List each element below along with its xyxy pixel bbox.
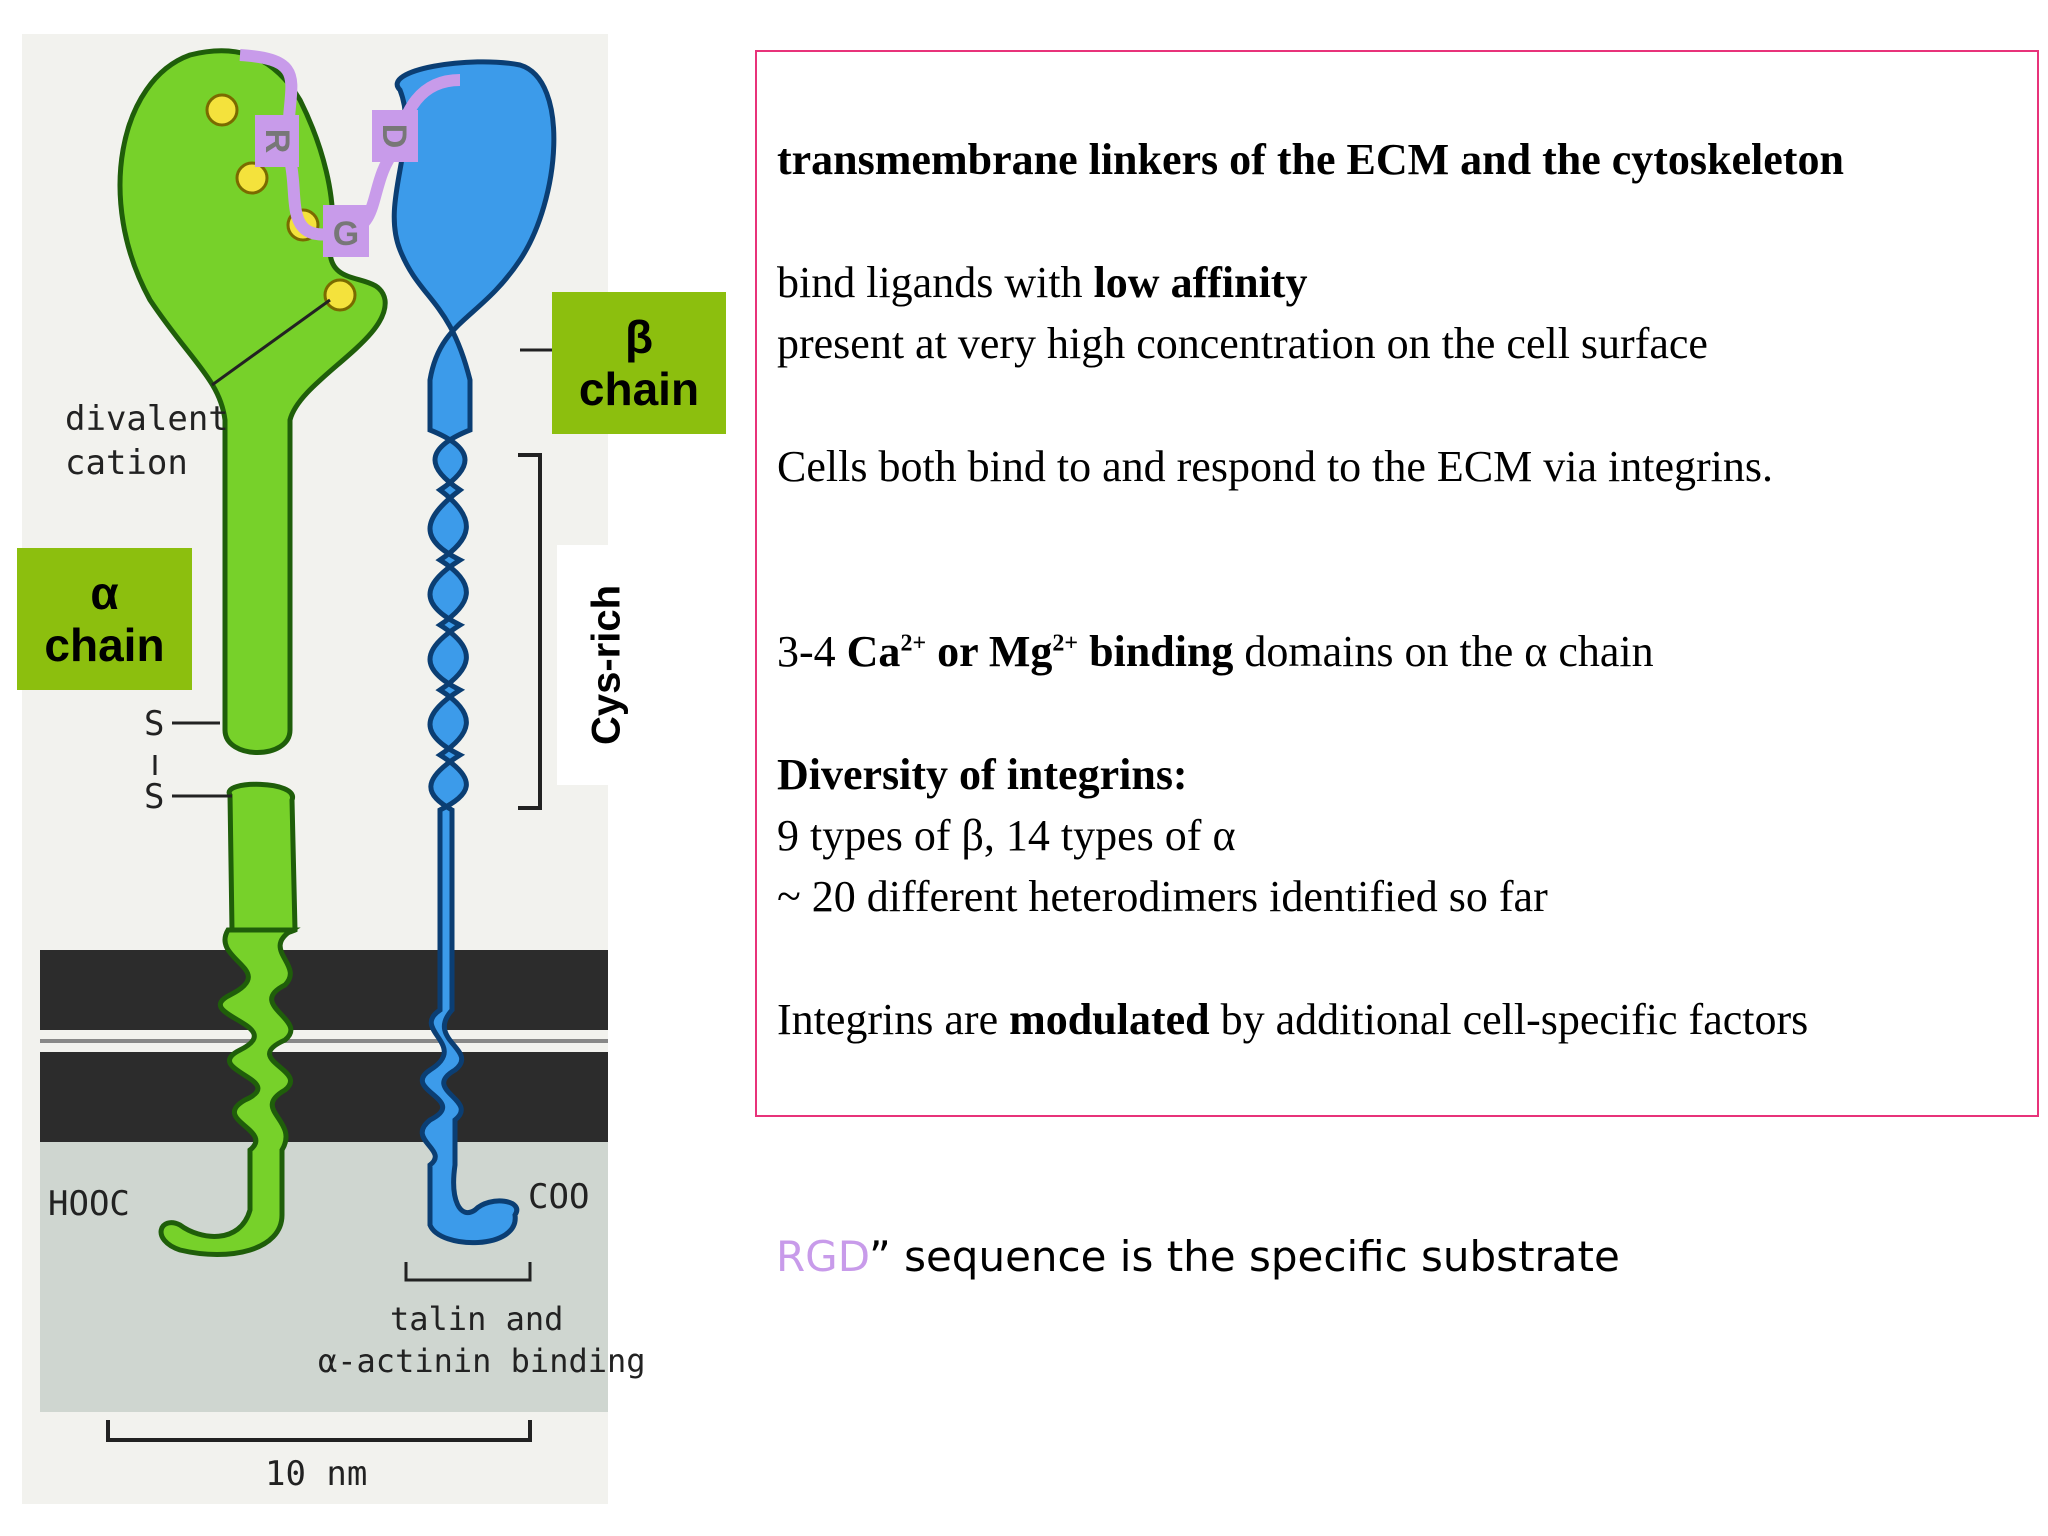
affinity-bold: low affinity (1093, 258, 1308, 307)
affinity-pre: bind ligands with (777, 258, 1094, 307)
info-text-box: transmembrane linkers of the ECM and the… (755, 50, 2039, 1117)
cation-ca: Ca (846, 627, 901, 676)
alpha-symbol: α (90, 567, 119, 619)
hooc-label: HOOC (48, 1184, 130, 1224)
divalent-cation-label-line1: divalent (65, 399, 229, 439)
cation-post: domains on the α chain (1233, 627, 1654, 676)
beta-symbol: β (624, 311, 654, 363)
cation-sites (205, 93, 357, 312)
rgd-rest: ” sequence is the specific substrate (868, 1232, 1620, 1281)
rgd-letter-r: R (258, 129, 296, 154)
cys-rich-text: Cys-rich (584, 584, 629, 746)
cation-or-mg: or Mg (926, 627, 1053, 676)
membrane-inner-leaflet (40, 1052, 608, 1142)
rgd-letter-g: G (333, 215, 359, 253)
diversity-types: 9 types of β, 14 types of α (777, 811, 1236, 860)
affinity-line: bind ligands with low affinity (777, 257, 1307, 308)
beta-word: chain (578, 362, 700, 415)
modulated-bold: modulated (1009, 995, 1210, 1044)
rgd-word: RGD (776, 1232, 869, 1281)
cation-sup2: 2+ (1052, 630, 1079, 657)
heading: transmembrane linkers of the ECM and the… (777, 135, 1844, 184)
cation-line: 3-4 Ca2+ or Mg2+ binding domains on the … (777, 626, 1654, 677)
respond-line: Cells both bind to and respond to the EC… (777, 442, 1774, 491)
beta-chain-label: β chain (552, 292, 726, 434)
cytoplasm (40, 1142, 608, 1412)
scale-bar-label: 10 nm (265, 1454, 367, 1494)
integrin-diagram: R G D divalent cation S S HOOC COO talin… (22, 34, 646, 1504)
rgd-ligand: R G D (239, 49, 461, 257)
rgd-caption: RGD” sequence is the specific substrate (776, 1232, 1620, 1281)
alpha-word: chain (44, 618, 165, 671)
cys-rich-label: Cys-rich (557, 545, 657, 785)
divalent-cation-label-line2: cation (65, 443, 188, 483)
cation-sup1: 2+ (900, 630, 927, 657)
modulated-post: by additional cell-specific factors (1209, 995, 1809, 1044)
disulfide-s2: S (144, 777, 164, 817)
alpha-chain-label: α chain (17, 548, 192, 690)
rgd-letter-d: D (375, 124, 413, 149)
diversity-heterodimers: ~ 20 different heterodimers identified s… (777, 872, 1548, 921)
modulated-pre: Integrins are (777, 995, 1010, 1044)
talin-label-line1: talin and (390, 1300, 563, 1338)
membrane-outer-leaflet (40, 950, 608, 1030)
modulated-line: Integrins are modulated by additional ce… (777, 994, 1808, 1045)
disulfide-s1: S (144, 704, 164, 744)
concentration-line: present at very high concentration on th… (777, 319, 1708, 368)
cation-binding: binding (1078, 627, 1234, 676)
beta-chain-shape (391, 59, 557, 1246)
cation-pre: 3-4 (777, 627, 847, 676)
talin-label-line2: α-actinin binding (318, 1342, 646, 1380)
cooh-label: COO (528, 1177, 589, 1217)
diversity-heading: Diversity of integrins: (777, 750, 1188, 799)
